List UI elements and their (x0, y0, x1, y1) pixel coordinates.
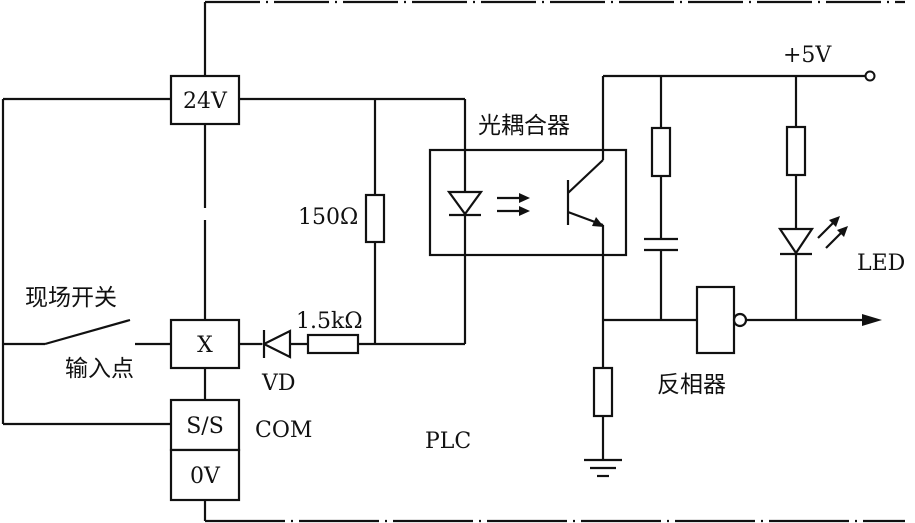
opto-led-icon (446, 150, 484, 255)
ground-icon (584, 458, 622, 478)
supply-24v-box (169, 74, 241, 126)
resistor-150-ohm (364, 193, 386, 244)
optocoupler-box (428, 148, 628, 257)
inverter-bubble (732, 312, 748, 328)
supply-5v-terminal (864, 70, 876, 82)
field-switch-label: 现场开关 (25, 285, 117, 311)
pulldown-resistor (592, 366, 614, 418)
output-arrow-icon (862, 314, 882, 326)
indicator-led-icon (777, 216, 848, 256)
phototransistor-icon (566, 159, 604, 227)
terminal-0v-box (169, 448, 241, 502)
field-loop-wiring (1, 97, 171, 426)
inverter-label: 反相器 (657, 372, 726, 398)
resistor-150-ohm-label: 150Ω (298, 205, 358, 230)
pullup-resistor (650, 126, 672, 178)
supply-5v-label: +5V (783, 43, 832, 68)
resistor-1k5-ohm-label: 1.5kΩ (296, 309, 363, 334)
plc-label: PLC (425, 429, 471, 454)
diode-vd (261, 329, 292, 359)
com-label: COM (255, 418, 312, 443)
terminal-x-box (169, 318, 241, 370)
diode-vd-label: VD (261, 371, 296, 396)
inverter-gate (695, 285, 736, 355)
terminal-ss-label: S/S (186, 414, 224, 439)
light-arrows-icon (497, 193, 530, 216)
terminal-x-label: X (197, 333, 213, 358)
supply-24v-label: 24V (183, 89, 228, 114)
input-point-label: 输入点 (65, 356, 134, 382)
capacitor-icon (644, 237, 678, 252)
field-switch (3, 318, 171, 346)
optocoupler-label: 光耦合器 (478, 113, 570, 139)
led-resistor (785, 125, 807, 177)
plc-boundary (203, 0, 905, 523)
resistor-1k5-ohm (306, 333, 360, 355)
led-label: LED (857, 251, 905, 276)
terminal-0v-label: 0V (190, 464, 221, 489)
